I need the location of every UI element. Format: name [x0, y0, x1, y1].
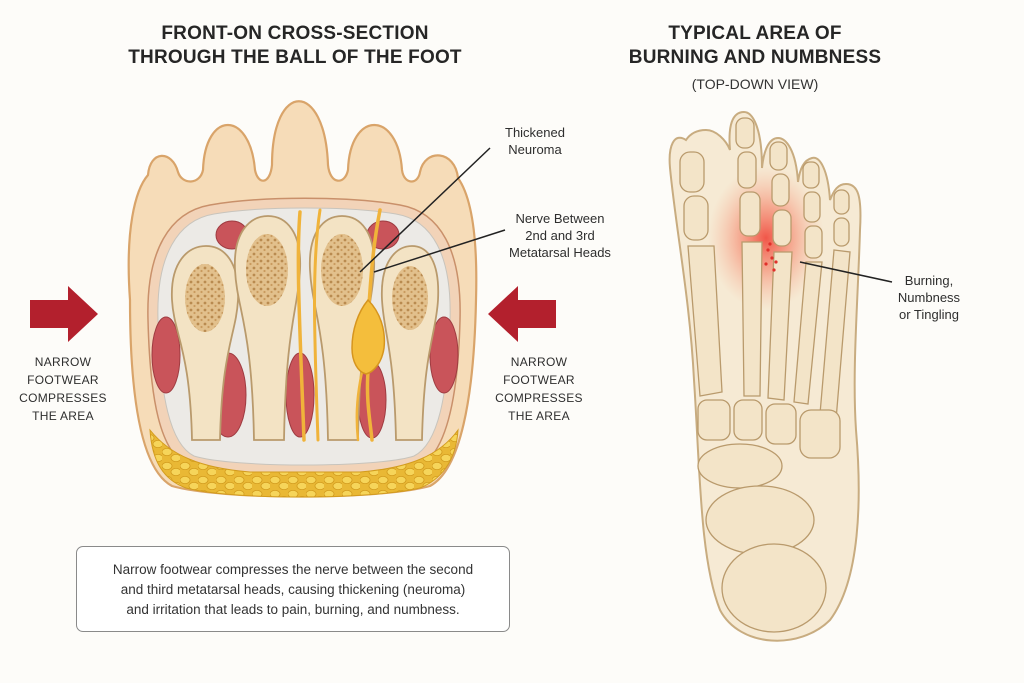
cross-section-title: FRONT-ON CROSS-SECTION THROUGH THE BALL …: [120, 22, 470, 70]
compression-note-left: NARROW FOOTWEAR COMPRESSES THE AREA: [8, 353, 118, 425]
irritation-dot: [774, 260, 778, 264]
toe-bones: [679, 117, 850, 259]
phalanx: [679, 151, 705, 193]
symptom-leader-line: [799, 261, 893, 283]
nerve: [313, 208, 322, 442]
note-line: FOOTWEAR: [503, 373, 575, 387]
bone-marrow: [246, 234, 288, 306]
irritation-dot: [772, 268, 776, 272]
navicular: [697, 443, 783, 489]
nerve-lower: [355, 370, 364, 442]
compression-arrow-right-icon: [488, 286, 556, 342]
phalanx: [803, 191, 821, 223]
phalanx: [802, 161, 820, 189]
calcaneus: [721, 543, 827, 633]
metatarsal: [741, 241, 763, 397]
irritation-dot: [764, 262, 768, 266]
caption-box: Narrow footwear compresses the nerve bet…: [76, 546, 510, 632]
bone-marrow: [185, 264, 225, 332]
title-line: BURNING AND NUMBNESS: [628, 47, 882, 68]
note-line: NARROW: [34, 355, 92, 369]
label-line: 2nd and 3rd: [525, 228, 595, 243]
neuroma-label: Thickened Neuroma: [490, 124, 580, 158]
cross-section-diagram: [30, 100, 556, 498]
label-line: or Tingling: [899, 307, 959, 322]
burning-area-highlight: [708, 166, 824, 310]
compression-note-right: NARROW FOOTWEAR COMPRESSES THE AREA: [484, 353, 594, 425]
caption-text: Narrow footwear compresses the nerve bet…: [77, 560, 509, 620]
label-line: Burning,: [904, 273, 954, 288]
label-line: Neuroma: [508, 142, 562, 157]
label-line: Metatarsal Heads: [509, 245, 611, 260]
note-line: COMPRESSES: [495, 391, 583, 405]
phalanx: [804, 225, 823, 259]
irritation-dot: [766, 248, 770, 252]
top-down-foot-diagram: [668, 110, 893, 642]
title-line: THROUGH THE BALL OF THE FOOT: [128, 47, 462, 68]
title-line: TYPICAL AREA OF: [668, 23, 842, 44]
nerve-leader-line: [373, 229, 506, 273]
metatarsal: [687, 245, 723, 397]
phalanx: [833, 217, 850, 247]
nerve-label: Nerve Between 2nd and 3rd Metatarsal Hea…: [500, 210, 620, 261]
bone-marrow: [321, 234, 363, 306]
tarsal-bones: [697, 399, 841, 633]
note-line: FOOTWEAR: [27, 373, 99, 387]
muscle: [429, 316, 459, 394]
phalanx: [683, 195, 709, 241]
nerves: [296, 208, 382, 442]
metatarsal-bones: [171, 215, 440, 441]
label-line: Thickened: [505, 125, 565, 140]
talus: [705, 485, 815, 555]
phalanx: [771, 173, 790, 207]
nerve: [296, 210, 306, 442]
tarsal: [697, 399, 731, 441]
nerve-irritation: [764, 242, 778, 272]
tarsal: [765, 403, 797, 445]
note-line: THE AREA: [508, 409, 570, 423]
phalanx: [737, 151, 757, 189]
caption-line: Narrow footwear compresses the nerve bet…: [112, 562, 474, 577]
bone-marrow: [392, 266, 428, 330]
view-subtitle: (TOP-DOWN VIEW): [691, 76, 819, 92]
irritation-dot: [768, 242, 772, 246]
neuroma-leader-line: [359, 147, 491, 273]
metatarsal: [793, 261, 823, 405]
label-line: Numbness: [897, 290, 961, 305]
burning-area-title: TYPICAL AREA OF BURNING AND NUMBNESS: [600, 22, 910, 70]
phalanx: [739, 191, 761, 237]
phalanx: [769, 141, 788, 171]
phalanx: [833, 189, 850, 215]
caption-line: and third metatarsal heads, causing thic…: [120, 582, 466, 597]
compression-arrow-left-icon: [30, 286, 98, 342]
note-line: NARROW: [510, 355, 568, 369]
note-line: COMPRESSES: [19, 391, 107, 405]
note-line: THE AREA: [32, 409, 94, 423]
phalanx: [735, 117, 755, 149]
symptom-label: Burning, Numbness or Tingling: [884, 272, 974, 323]
caption-line: and irritation that leads to pain, burni…: [126, 602, 460, 617]
metatarsal: [767, 251, 793, 401]
irritation-dot: [770, 256, 774, 260]
neuroma-swelling: [351, 298, 386, 375]
tarsal: [733, 399, 763, 441]
title-line: FRONT-ON CROSS-SECTION: [161, 23, 429, 44]
label-line: Nerve Between: [515, 211, 605, 226]
phalanx: [772, 209, 792, 247]
tarsal: [799, 409, 841, 459]
muscle: [151, 316, 181, 394]
nerve-lower: [365, 370, 374, 442]
fat-pad: [149, 428, 459, 498]
